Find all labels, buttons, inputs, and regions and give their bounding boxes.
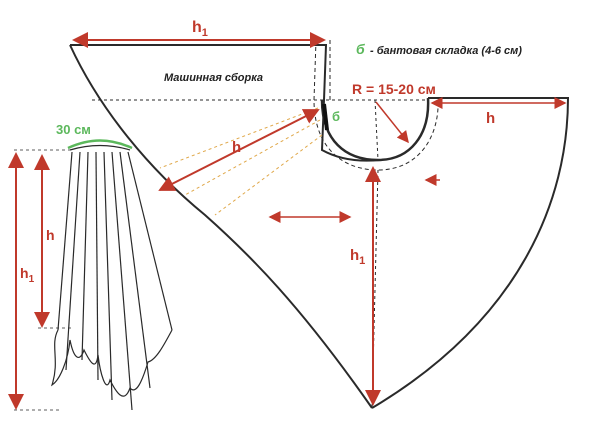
fold-mark-segment xyxy=(322,103,329,131)
legend-fold-desc: - бантовая складка (4-6 см) xyxy=(370,45,522,57)
dim-h-diag xyxy=(158,109,320,191)
side-guides xyxy=(14,149,72,411)
dim-radius xyxy=(375,101,409,144)
label-fold-mark: б xyxy=(332,109,340,124)
label-h1-center: h1 xyxy=(350,247,365,267)
seam-allowance xyxy=(313,39,439,171)
label-h1-side: h1 xyxy=(20,265,35,285)
label-h1-top: h1 xyxy=(192,19,208,39)
radius-guide xyxy=(374,99,379,161)
label-h-side: h xyxy=(46,227,55,243)
label-h-right: h xyxy=(486,110,495,127)
right-panel-outline xyxy=(371,97,570,409)
legend-fold-letter: б xyxy=(356,41,365,57)
skirt-sketch xyxy=(50,144,173,411)
label-waist-width: 30 см xyxy=(56,122,91,137)
radiating-guides xyxy=(159,107,323,216)
label-gather: Машинная сборка xyxy=(164,72,263,84)
waist-arc xyxy=(67,139,133,150)
label-h-diag: h xyxy=(232,139,241,156)
left-panel-curve xyxy=(69,44,373,409)
label-radius: R = 15-20 см xyxy=(352,81,436,97)
